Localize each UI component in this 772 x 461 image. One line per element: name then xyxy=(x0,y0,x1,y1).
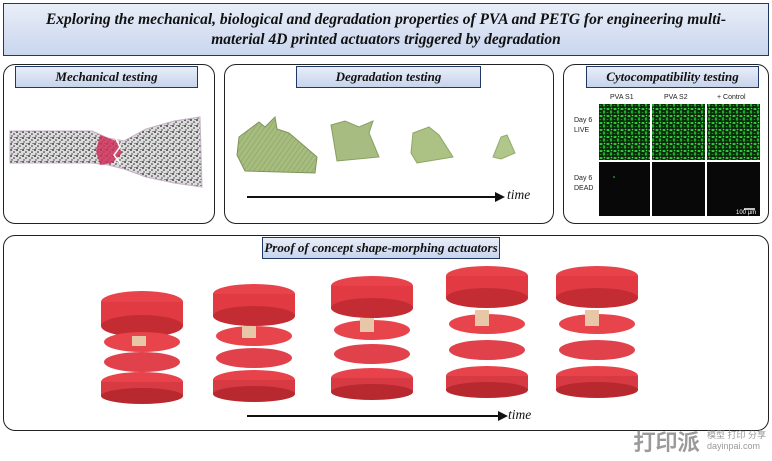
watermark-brand: 打印派 xyxy=(633,430,700,455)
mechanical-testing-label: Mechanical testing xyxy=(15,66,198,88)
actuator-2 xyxy=(213,284,295,402)
proof-of-concept-label: Proof of concept shape-morphing actuator… xyxy=(262,237,500,259)
watermark: 打印派 模型 打印 分享 dayinpai.com xyxy=(634,425,766,457)
proof-time-label: time xyxy=(508,407,532,422)
row-label-live: LIVE xyxy=(574,127,590,134)
title-banner: Exploring the mechanical, biological and… xyxy=(3,3,769,56)
degradation-specimens-image xyxy=(236,115,516,202)
actuator-1 xyxy=(101,291,183,404)
degradation-time-label: time xyxy=(507,187,531,202)
fractured-specimen-image xyxy=(9,116,203,188)
degradation-testing-label: Degradation testing xyxy=(296,66,481,88)
cytocompatibility-testing-panel: PVA S1 PVA S2 + Control Day 6 LIVE Day 6… xyxy=(563,64,769,224)
figure-title: Exploring the mechanical, biological and… xyxy=(45,10,727,48)
degradation-testing-panel xyxy=(224,64,554,224)
cytocompatibility-testing-label: Cytocompatibility testing xyxy=(586,66,759,88)
mechanical-testing-panel xyxy=(3,64,215,224)
col-label-control: + Control xyxy=(717,94,746,101)
col-label-pva-s1: PVA S1 xyxy=(610,94,634,101)
row-label-day-live: Day 6 xyxy=(574,117,593,124)
actuator-4 xyxy=(446,266,528,398)
shape-morphing-actuators-image xyxy=(101,266,638,421)
watermark-url: dayinpai.com xyxy=(706,441,761,451)
actuator-5 xyxy=(556,266,638,398)
proof-of-concept-panel xyxy=(3,235,769,431)
col-label-pva-s2: PVA S2 xyxy=(664,94,688,101)
live-dead-microscopy-grid xyxy=(599,104,760,216)
actuator-3 xyxy=(331,276,413,400)
watermark-subtitle: 模型 打印 分享 xyxy=(706,430,766,440)
scale-bar-label: 100 µm xyxy=(736,210,757,216)
row-label-day-dead: Day 6 xyxy=(574,175,593,182)
row-label-dead: DEAD xyxy=(574,185,594,192)
